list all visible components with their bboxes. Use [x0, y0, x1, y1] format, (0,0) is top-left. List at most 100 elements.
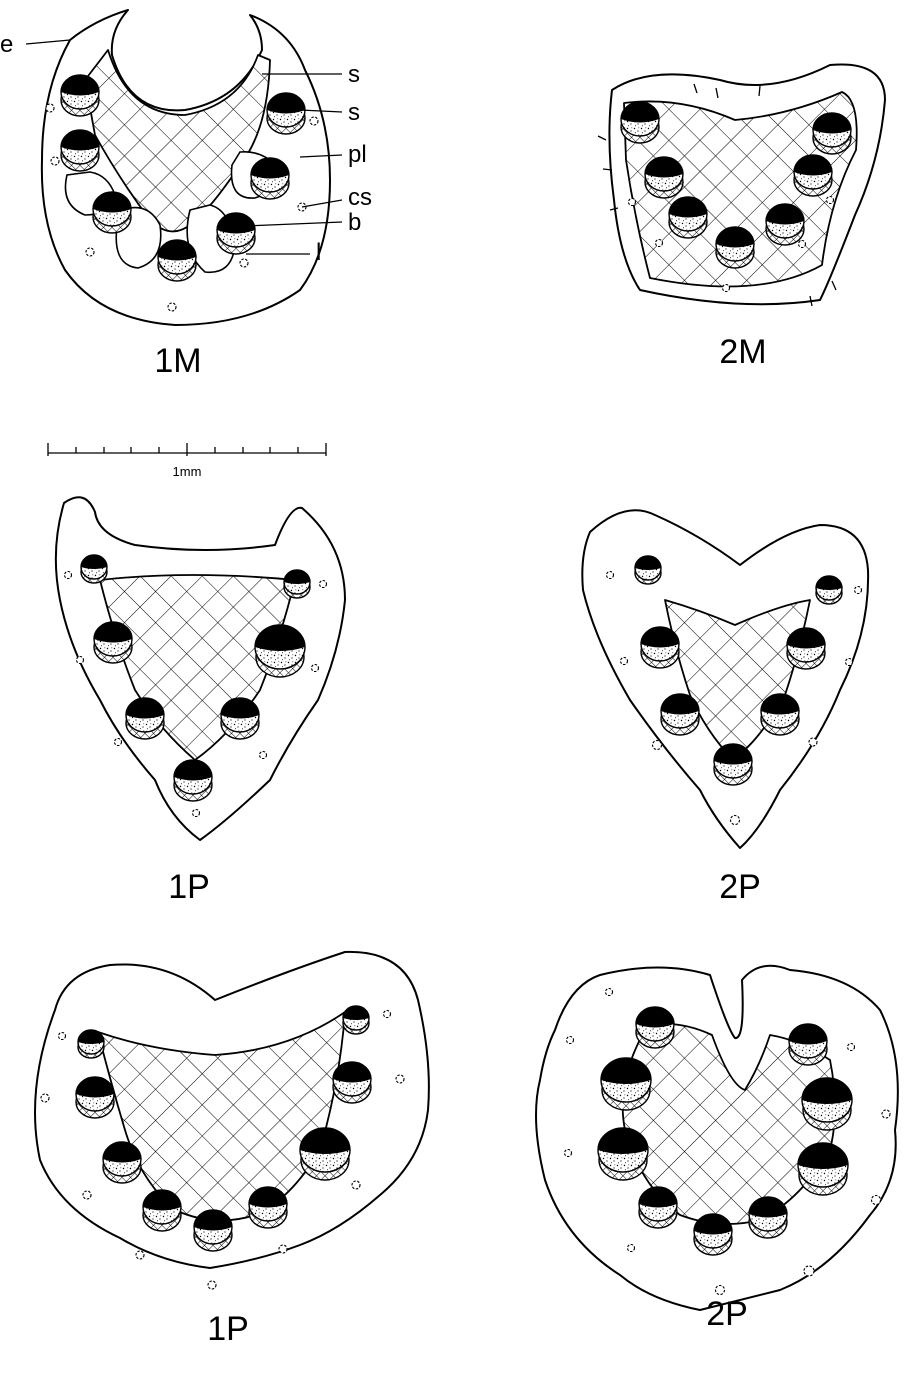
sensory-pore — [260, 752, 267, 759]
tooth-1P-top-2 — [94, 622, 132, 663]
sensory-pore — [168, 303, 176, 311]
tooth-1P-bottom-5 — [194, 1210, 232, 1251]
tooth-1P-bottom-6 — [249, 1187, 287, 1228]
tooth-1M-7 — [267, 93, 305, 134]
tooth-2M-2 — [645, 157, 683, 198]
sensory-pore — [872, 1196, 881, 1205]
sensory-pore — [41, 1094, 49, 1102]
scale-bar-label: 1mm — [173, 464, 202, 479]
tooth-2P-top-5 — [761, 694, 799, 735]
sensory-pore — [882, 1110, 890, 1118]
tooth-1P-top-1 — [81, 555, 107, 583]
sensory-pore — [46, 104, 54, 112]
sensory-pore — [827, 197, 834, 204]
caption-1P-bottom: 1P — [207, 1310, 249, 1348]
tooth-1P-top-3 — [126, 698, 164, 739]
label-b: b — [348, 209, 361, 236]
tooth-2P-top-3 — [661, 694, 699, 735]
sensory-pore — [607, 572, 614, 579]
scale-bar: 1mm — [48, 443, 326, 479]
tooth-1M-1 — [61, 75, 99, 116]
tooth-2P-bottom-3 — [598, 1128, 648, 1180]
tooth-2P-top-7 — [816, 576, 842, 604]
sensory-pore — [396, 1075, 404, 1083]
sensory-pore — [59, 1033, 66, 1040]
tooth-1M-4 — [158, 240, 196, 281]
sensory-pore — [656, 240, 663, 247]
caption-1M: 1M — [154, 342, 201, 380]
tooth-2M-5 — [766, 204, 804, 245]
label-cs: cs — [348, 184, 372, 211]
tooth-2M-7 — [813, 113, 851, 154]
tooth-2P-bottom-5 — [694, 1214, 732, 1255]
sensory-pore — [77, 657, 84, 664]
panel-1M: e s s pl cs b l 1M — [0, 10, 372, 380]
label-l: l — [316, 239, 321, 266]
tooth-2P-bottom-4 — [639, 1187, 677, 1228]
panel-2P-top: 2P — [582, 510, 868, 906]
panel-1P-top: 1P — [56, 497, 345, 906]
caption-1P-top: 1P — [168, 868, 210, 906]
sensory-pore — [193, 810, 200, 817]
sensory-pore — [83, 1191, 91, 1199]
tooth-1M-2 — [61, 130, 99, 171]
sensory-pore — [716, 1286, 725, 1295]
sensory-pore — [352, 1181, 360, 1189]
sensory-pore — [621, 658, 628, 665]
tooth-2M-6 — [794, 155, 832, 196]
sensory-pore — [723, 285, 730, 292]
sensory-pore — [312, 665, 319, 672]
label-s-upper: s — [348, 61, 360, 88]
panel-2M: 2M — [598, 64, 885, 371]
tooth-1M-5 — [217, 213, 255, 254]
sensory-pore — [51, 157, 59, 165]
sensory-pore — [628, 1245, 635, 1252]
sensory-pore — [799, 241, 806, 248]
sensory-pore — [606, 989, 613, 996]
tooth-1P-top-5 — [221, 698, 259, 739]
tooth-1P-bottom-7 — [300, 1128, 350, 1180]
tooth-1P-bottom-4 — [143, 1190, 181, 1231]
sensory-pore — [653, 741, 662, 750]
tooth-2P-top-6 — [787, 628, 825, 669]
tooth-1P-bottom-9 — [343, 1006, 369, 1034]
sensory-pore — [848, 1044, 855, 1051]
tooth-2P-bottom-2 — [601, 1058, 651, 1110]
tooth-2P-top-1 — [635, 556, 661, 584]
tooth-1M-3 — [93, 192, 131, 233]
tooth-2P-top-4 — [714, 744, 752, 785]
label-pl: pl — [348, 141, 367, 168]
tooth-2P-top-2 — [641, 627, 679, 668]
tooth-2P-bottom-7 — [798, 1143, 848, 1195]
sensory-pore — [629, 199, 636, 206]
sensory-pore — [310, 117, 318, 125]
label-e: e — [0, 31, 13, 58]
sensory-pore — [136, 1251, 144, 1259]
tooth-1P-bottom-1 — [78, 1030, 104, 1058]
sensory-pore — [731, 816, 740, 825]
sensory-pore — [804, 1266, 814, 1276]
tooth-1P-bottom-8 — [333, 1062, 371, 1103]
sensory-pore — [384, 1011, 391, 1018]
tooth-1P-top-6 — [255, 625, 305, 677]
sensory-pore — [320, 581, 327, 588]
sensory-pore — [565, 1150, 572, 1157]
label-s-lower: s — [348, 99, 360, 126]
sensory-pore — [567, 1037, 574, 1044]
sensory-pore — [240, 259, 248, 267]
sensory-pore — [279, 1245, 287, 1253]
tooth-1P-bottom-3 — [103, 1142, 141, 1183]
tooth-1P-bottom-2 — [76, 1077, 114, 1118]
caption-2M: 2M — [719, 333, 766, 371]
sensory-pore — [208, 1281, 216, 1289]
tooth-2M-4 — [716, 227, 754, 268]
tooth-1P-top-4 — [174, 760, 212, 801]
tooth-2P-bottom-6 — [749, 1197, 787, 1238]
caption-2P-top: 2P — [719, 868, 761, 906]
tooth-1P-top-7 — [284, 570, 310, 598]
panel-1P-bottom: 1P — [35, 952, 429, 1348]
sensory-pore — [846, 659, 853, 666]
tooth-1M-6 — [251, 158, 289, 199]
sensory-pore — [809, 738, 817, 746]
